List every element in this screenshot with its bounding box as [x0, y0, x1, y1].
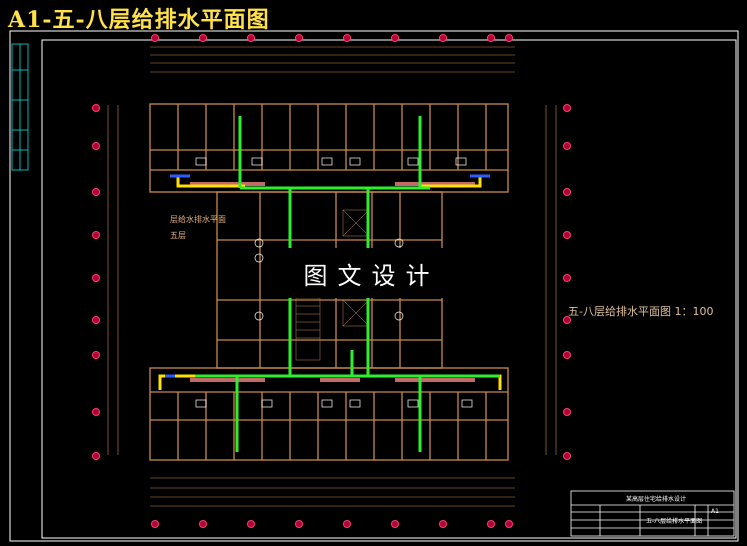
- building-walls: [149, 103, 509, 461]
- drawing-title: A1-五-八层给排水平面图: [8, 7, 270, 33]
- title-block-drawing-name: 五-八层给排水平面图: [646, 518, 703, 525]
- title-block-project: 某高层住宅给排水设计: [626, 496, 687, 503]
- title-block-sheet-number: A1: [711, 508, 719, 515]
- left-binding-strip: [11, 43, 29, 171]
- drawing-frame: [9, 30, 739, 542]
- plumbing-fixtures: [195, 157, 473, 408]
- room-note-line1: 层给水排水平面: [170, 215, 226, 224]
- title-block: [570, 490, 735, 537]
- room-note-line2: 五层: [170, 231, 186, 240]
- top-dimensions: [107, 46, 557, 507]
- watermark-label: 图文设计: [276, 248, 467, 298]
- scale-label: 五-八层给排水平面图 1：100: [568, 305, 714, 318]
- hot-water-pipes: [190, 182, 475, 382]
- axis-markers: [92, 34, 571, 528]
- inner-frame: [41, 39, 737, 539]
